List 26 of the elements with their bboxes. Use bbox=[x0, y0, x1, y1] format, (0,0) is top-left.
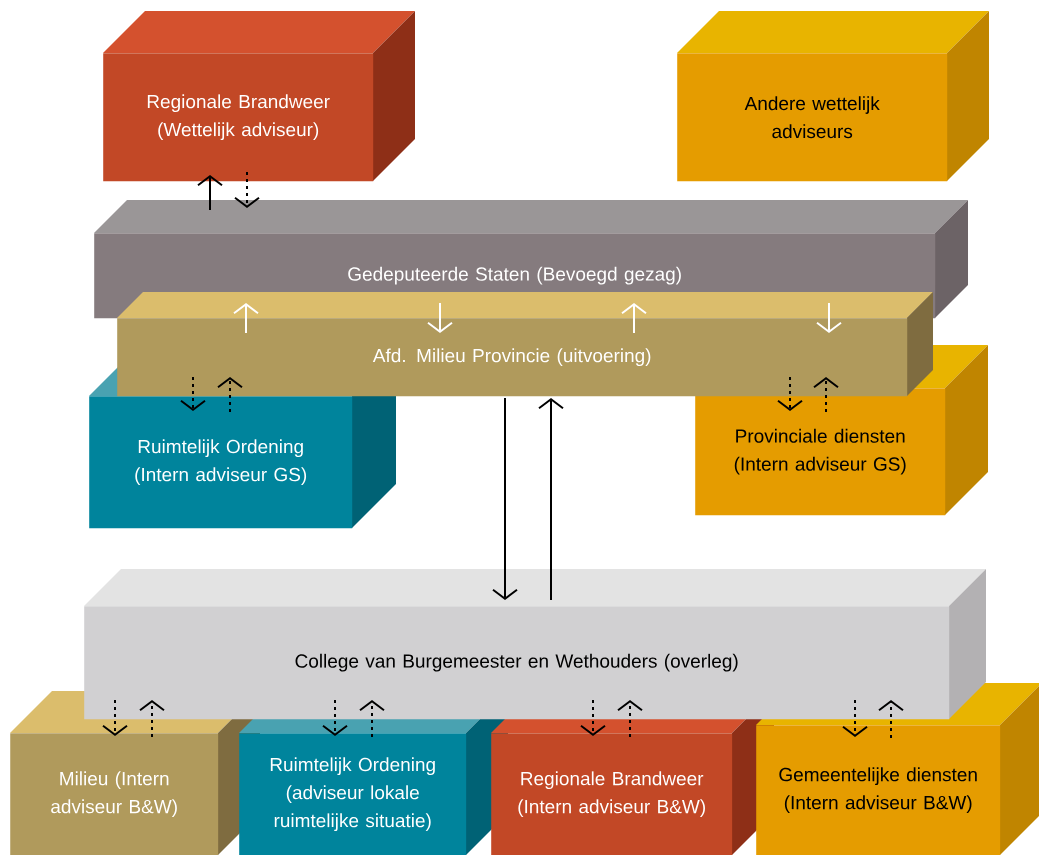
arrow bbox=[580, 699, 606, 736]
arrow bbox=[217, 377, 243, 413]
block: Ruimtelijk Ordening (adviseur lokale ruimtelijke situatie) bbox=[239, 691, 508, 855]
block: Regionale Brandweer (Intern adviseur B&W) bbox=[491, 691, 774, 855]
arrow bbox=[139, 700, 165, 738]
arrow bbox=[359, 700, 385, 738]
arrow bbox=[322, 699, 348, 736]
arrow bbox=[813, 377, 839, 413]
arrow bbox=[617, 700, 643, 738]
arrow bbox=[102, 699, 128, 736]
block: College van Burgemeester en Wethouders (overleg) bbox=[84, 569, 986, 720]
arrow bbox=[538, 398, 564, 601]
block: Andere wettelijk adviseurs bbox=[677, 11, 989, 182]
arrow bbox=[621, 303, 647, 334]
arrow bbox=[777, 376, 803, 411]
block: Afd. Milieu Provincie (uitvoering) bbox=[117, 292, 933, 397]
arrow bbox=[816, 302, 842, 333]
arrow bbox=[233, 303, 259, 334]
arrow bbox=[492, 397, 518, 600]
arrow bbox=[234, 171, 260, 208]
block: Regionale Brandweer (Wettelijk adviseur) bbox=[103, 11, 415, 182]
arrow bbox=[180, 376, 206, 411]
arrow bbox=[197, 175, 223, 211]
arrow bbox=[842, 699, 868, 737]
arrow bbox=[878, 700, 904, 739]
arrow bbox=[427, 302, 453, 333]
